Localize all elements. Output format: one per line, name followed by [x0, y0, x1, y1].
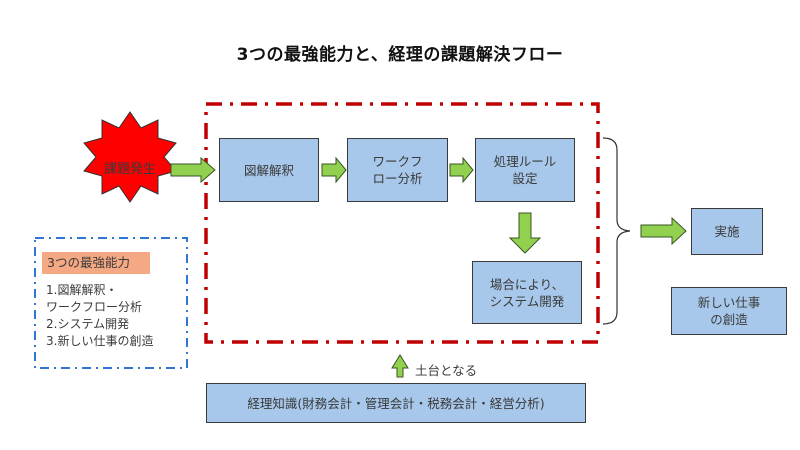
brace: [602, 137, 631, 325]
flow-step-system-development: 場合により、 システム開発: [472, 261, 582, 324]
foundation-knowledge-box: 経理知識(財務会計・管理会計・税務会計・経営分析): [206, 383, 586, 423]
flow-step-label: 処理ルール 設定: [493, 154, 557, 186]
trigger-label: 課題発生: [103, 162, 156, 177]
arrow-right-icon: [449, 156, 474, 184]
flow-step-workflow-analysis: ワークフ ロー分析: [347, 138, 448, 202]
diagram-title: 3つの最強能力と、経理の課題解決フロー: [236, 45, 564, 65]
skills-item: 1.図解解釈・: [46, 283, 118, 297]
arrow-up-icon: [391, 354, 409, 378]
outcome-label: 新しい仕事 の創造: [697, 295, 761, 327]
arrow-right-icon: [170, 156, 216, 184]
flow-step-label: ワークフ ロー分析: [372, 154, 423, 186]
foundation-label: 経理知識(財務会計・管理会計・税務会計・経営分析): [247, 395, 545, 411]
skills-heading: 3つの最強能力: [42, 252, 150, 274]
flow-step-label: 図解解釈: [243, 162, 294, 178]
outcome-label: 実施: [714, 224, 740, 239]
outcome-execution: 実施: [691, 208, 763, 255]
skills-item: 2.システム開発: [46, 317, 130, 331]
flow-step-diagram-interpretation: 図解解釈: [219, 138, 319, 202]
skills-item: 3.新しい仕事の創造: [46, 334, 154, 348]
foundation-note: 土台となる: [415, 363, 478, 378]
arrow-right-icon: [640, 216, 687, 246]
arrow-right-icon: [321, 156, 347, 184]
skills-item: ワークフロー分析: [46, 300, 143, 314]
trigger-starburst: [83, 111, 177, 203]
skills-panel-border: [34, 237, 188, 369]
arrow-down-icon: [508, 212, 542, 254]
skills-list: 1.図解解釈・ ワークフロー分析 2.システム開発 3.新しい仕事の創造: [46, 282, 153, 350]
flow-step-rule-setting: 処理ルール 設定: [475, 138, 575, 202]
flow-step-label: 場合により、 システム開発: [489, 276, 565, 309]
outcome-new-work: 新しい仕事 の創造: [671, 287, 787, 335]
